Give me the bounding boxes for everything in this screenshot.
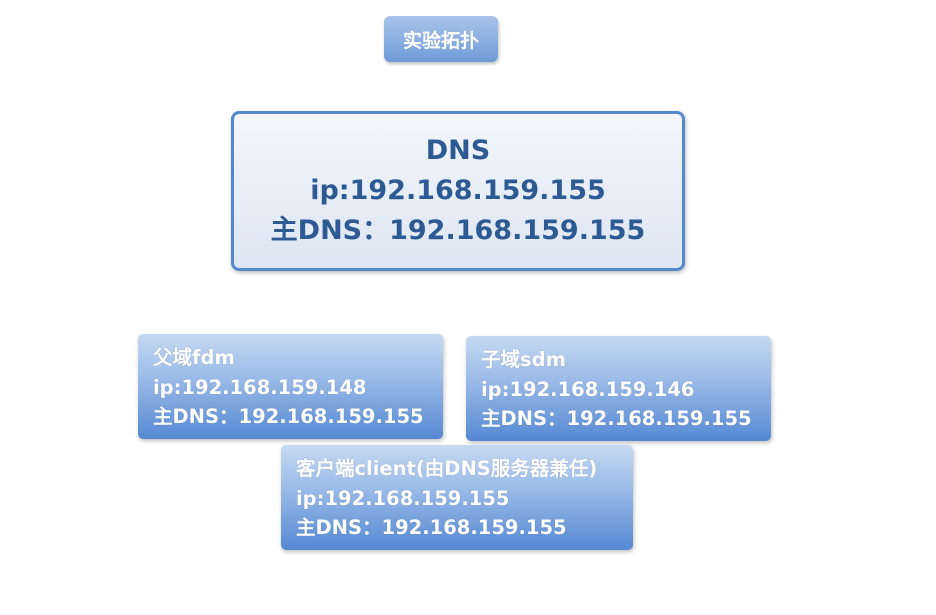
- diagram-title: 实验拓扑: [384, 16, 498, 62]
- diagram-title-text: 实验拓扑: [402, 29, 479, 52]
- dns-server-ip: ip:192.168.159.155: [310, 175, 606, 206]
- dns-server-primary-dns: 主DNS：192.168.159.155: [270, 215, 646, 246]
- dns-server-name: DNS: [425, 135, 491, 166]
- client-name: 客户端client(由DNS服务器兼任): [296, 457, 598, 480]
- client-primary-dns: 主DNS：192.168.159.155: [296, 516, 567, 539]
- child-domain-ip: ip:192.168.159.146: [481, 377, 695, 401]
- parent-domain-primary-dns: 主DNS：192.168.159.155: [153, 405, 424, 428]
- parent-domain-name: 父域fdm: [153, 346, 235, 369]
- child-domain-name: 子域sdm: [481, 348, 566, 371]
- child-domain-node: 子域sdm ip:192.168.159.146 主DNS：192.168.15…: [466, 336, 771, 441]
- client-ip: ip:192.168.159.155: [296, 486, 510, 510]
- client-node: 客户端client(由DNS服务器兼任) ip:192.168.159.155 …: [281, 445, 633, 550]
- parent-domain-ip: ip:192.168.159.148: [153, 375, 367, 399]
- child-domain-primary-dns: 主DNS：192.168.159.155: [481, 407, 752, 430]
- parent-domain-node: 父域fdm ip:192.168.159.148 主DNS：192.168.15…: [138, 334, 443, 439]
- dns-server-node: DNS ip:192.168.159.155 主DNS：192.168.159.…: [231, 111, 685, 271]
